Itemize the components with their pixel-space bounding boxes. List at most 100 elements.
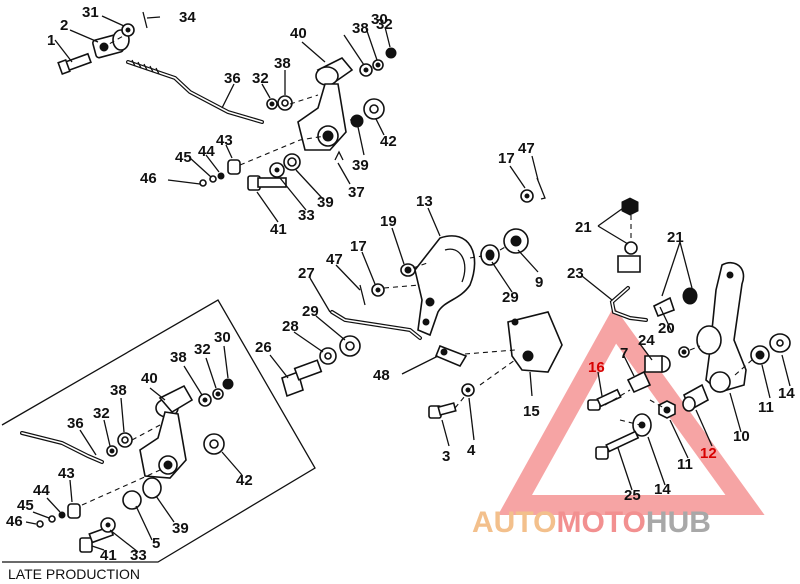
label-29-right: 29 [502, 289, 519, 306]
label-30-top: 30 [371, 11, 388, 28]
washer-33 [269, 162, 285, 178]
label-11-lower: 11 [677, 456, 693, 473]
pin-47-mid [359, 284, 366, 306]
washer-17-upper [520, 189, 534, 203]
label-45: 45 [175, 149, 192, 166]
label-25: 25 [624, 487, 641, 504]
label-32-top: 32 [376, 16, 393, 33]
inset-label-32: 32 [194, 341, 211, 358]
late-production-inset [1, 299, 316, 563]
ball-stud-21-right [652, 287, 698, 318]
label-21-left: 21 [575, 219, 592, 236]
label-43: 43 [216, 132, 233, 149]
lever-10 [696, 261, 747, 393]
bushing-24 [644, 355, 671, 373]
label-3: 3 [442, 448, 450, 465]
washer-4 [461, 383, 475, 397]
inset-label-41: 41 [100, 547, 117, 564]
inset-label-38: 38 [110, 382, 127, 399]
top-linkage-group [54, 11, 397, 223]
stud-26 [281, 359, 323, 398]
cam-plate-13 [414, 235, 476, 337]
label-39: 39 [317, 194, 334, 211]
watermark-auto: AUTO [472, 506, 556, 539]
washer-14-right [769, 333, 791, 353]
label-14-right: 14 [778, 385, 795, 402]
washer-32-upper [372, 59, 384, 71]
washer-20 [678, 346, 690, 358]
watermark-triangle [498, 306, 765, 515]
label-7: 7 [620, 345, 628, 362]
inset-label-44: 44 [33, 482, 50, 499]
bolt-1 [57, 52, 92, 76]
bolt-3 [428, 402, 457, 419]
label-42: 42 [380, 133, 397, 150]
spacer-7 [626, 370, 652, 394]
label-10: 10 [733, 428, 750, 445]
label-29-left: 29 [302, 303, 319, 320]
label-17-top: 17 [498, 150, 515, 167]
bracket-15 [507, 311, 563, 373]
label-26: 26 [255, 339, 272, 356]
washer-38-top [277, 95, 293, 111]
watermark-hub: HUB [646, 506, 711, 539]
inset-label-39: 39 [172, 520, 189, 537]
washer-39-lower [283, 153, 301, 171]
collar-29-right [480, 244, 500, 266]
spacer-43 [227, 159, 241, 175]
throttle-rod-27 [330, 310, 422, 340]
label-1: 1 [47, 32, 55, 49]
washer-31 [121, 23, 135, 37]
label-32: 32 [252, 70, 269, 87]
label-31: 31 [82, 4, 99, 21]
inset-label-42: 42 [236, 472, 253, 489]
label-12: 12 [700, 445, 717, 462]
label-47-mid: 47 [326, 251, 343, 268]
washer-45 [209, 175, 217, 183]
bushing-12 [682, 383, 710, 412]
link-rod-36 [126, 59, 264, 124]
label-16: 16 [588, 359, 605, 376]
label-23: 23 [567, 265, 584, 282]
label-4: 4 [467, 442, 476, 459]
bushing-39 [350, 114, 364, 128]
label-2: 2 [60, 17, 68, 34]
label-27: 27 [298, 265, 315, 282]
label-34: 34 [179, 9, 196, 26]
washer-9 [503, 228, 529, 254]
middle-assembly-group [269, 155, 563, 447]
cable-23 [609, 286, 648, 322]
label-13: 13 [416, 193, 433, 210]
right-assembly-group [581, 197, 791, 491]
pin-47-upper [536, 177, 546, 200]
label-24: 24 [638, 332, 655, 349]
label-47-top: 47 [518, 140, 535, 157]
bolt-16 [587, 388, 622, 411]
label-33: 33 [298, 207, 315, 224]
label-41: 41 [270, 221, 287, 238]
label-46: 46 [140, 170, 157, 187]
label-21-right: 21 [667, 229, 684, 246]
label-9: 9 [535, 274, 543, 291]
callout-labels: 1 2 31 34 40 38 32 30 36 32 38 43 45 44 … [6, 4, 795, 582]
label-14-lower: 14 [654, 481, 671, 498]
washer-32-top [266, 98, 278, 110]
inset-label-45: 45 [17, 497, 34, 514]
inset-label-32-left: 32 [93, 405, 110, 422]
nut-29-left [339, 335, 361, 357]
label-37: 37 [348, 184, 365, 201]
screw-19 [400, 263, 416, 277]
label-17-mid: 17 [350, 238, 367, 255]
inset-label-43: 43 [58, 465, 75, 482]
label-44: 44 [198, 143, 215, 160]
washer-14-lower [632, 413, 652, 437]
nut-30 [385, 47, 397, 59]
label-20: 20 [658, 320, 675, 337]
washer-42 [363, 98, 385, 120]
label-19: 19 [380, 213, 397, 230]
washer-28 [319, 347, 337, 365]
pin-46 [199, 179, 207, 187]
label-28: 28 [282, 318, 299, 335]
